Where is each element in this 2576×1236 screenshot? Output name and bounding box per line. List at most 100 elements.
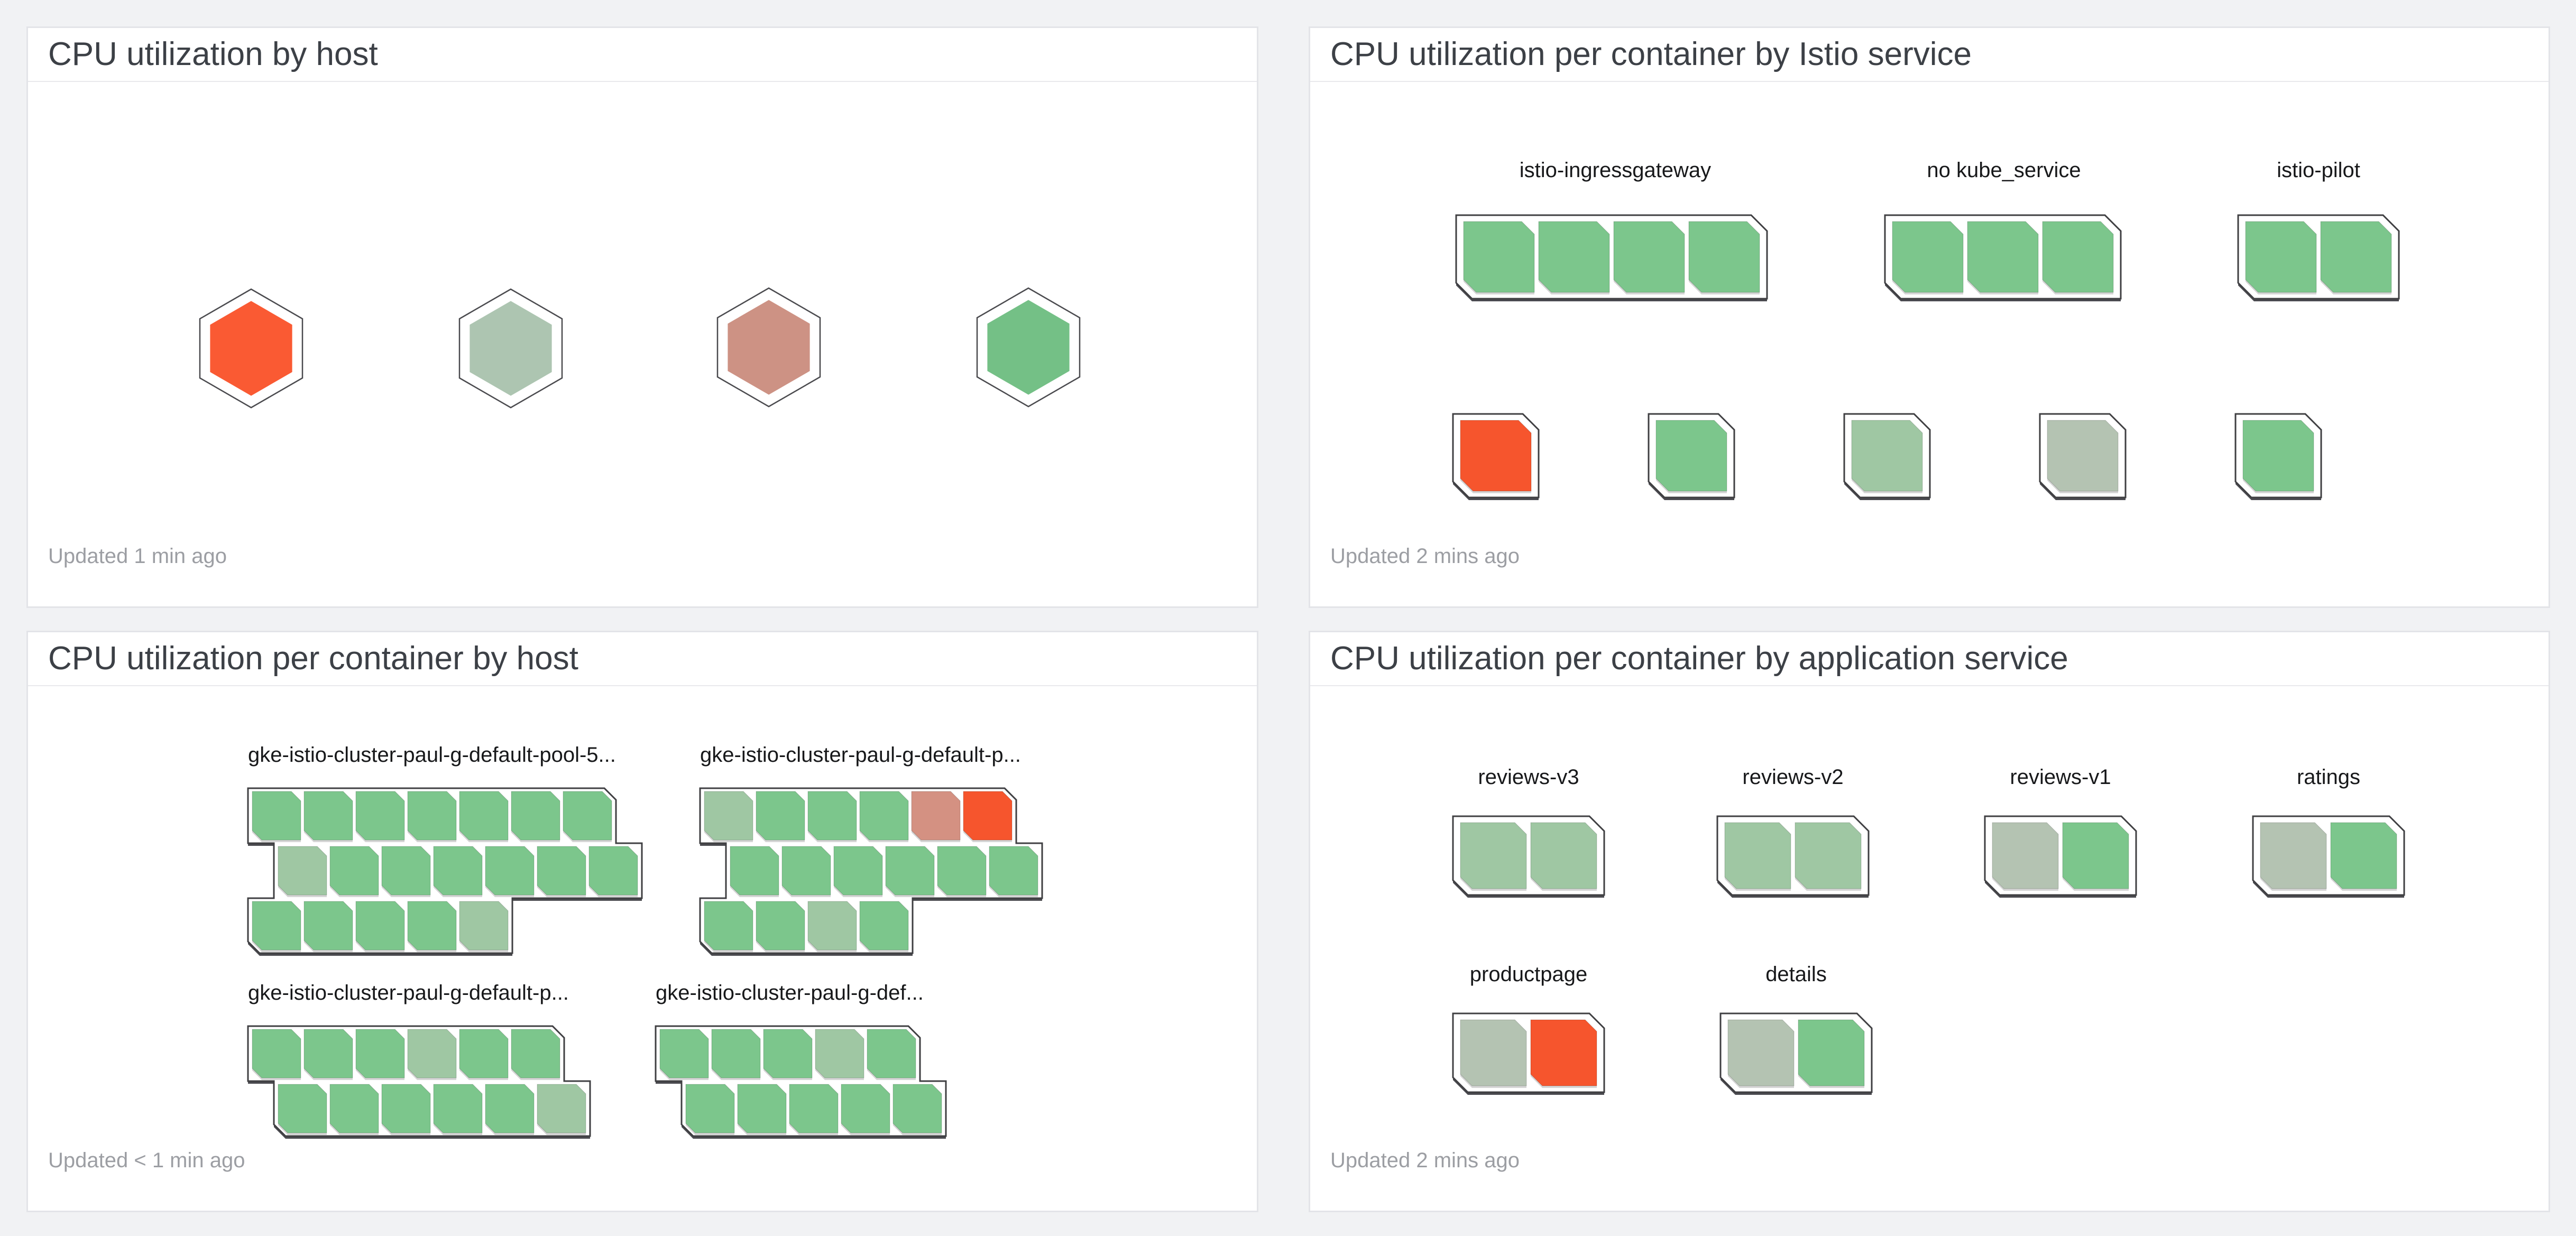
container-cell[interactable]: [685, 1084, 735, 1133]
container-single[interactable]: [1648, 413, 1738, 503]
container-cell[interactable]: [1688, 221, 1760, 293]
container-cell[interactable]: [1724, 822, 1791, 889]
container-cell[interactable]: [1538, 221, 1610, 293]
container-cell[interactable]: [2062, 822, 2129, 889]
container-cell[interactable]: [459, 901, 509, 951]
container-cell[interactable]: [2042, 221, 2114, 293]
container-cell[interactable]: [511, 1029, 560, 1078]
container-cell[interactable]: [711, 1029, 761, 1078]
container-single[interactable]: [2039, 413, 2130, 503]
container-cell[interactable]: [781, 846, 831, 896]
container-cell[interactable]: [1530, 822, 1597, 889]
container-cell[interactable]: [329, 1084, 379, 1133]
container-cell[interactable]: [252, 1029, 301, 1078]
container-cell[interactable]: [381, 1084, 431, 1133]
container-cell[interactable]: [1655, 420, 1727, 492]
container-cell[interactable]: [511, 791, 560, 841]
container-cell[interactable]: [1798, 1019, 1865, 1086]
container-cell[interactable]: [815, 1029, 864, 1078]
container-cell[interactable]: [2242, 420, 2314, 492]
container-cell[interactable]: [485, 846, 535, 896]
container-cell[interactable]: [859, 791, 909, 841]
container-cell[interactable]: [1967, 221, 2039, 293]
container-cell[interactable]: [963, 791, 1013, 841]
container-cell[interactable]: [459, 791, 509, 841]
container-cell[interactable]: [704, 791, 753, 841]
container-cell[interactable]: [459, 1029, 509, 1078]
container-cell[interactable]: [659, 1029, 709, 1078]
container-cell[interactable]: [2330, 822, 2397, 889]
container-cell[interactable]: [537, 846, 586, 896]
container-cell[interactable]: [1613, 221, 1685, 293]
container-cell[interactable]: [1992, 822, 2059, 889]
container-group[interactable]: [1984, 815, 2140, 900]
host-hexagon[interactable]: [728, 300, 810, 395]
container-cell[interactable]: [841, 1084, 890, 1133]
container-group[interactable]: [699, 787, 1046, 958]
container-cell[interactable]: [1463, 221, 1535, 293]
container-cell[interactable]: [937, 846, 987, 896]
container-cell[interactable]: [355, 1029, 405, 1078]
container-single[interactable]: [2234, 413, 2325, 503]
container-group[interactable]: [2237, 214, 2403, 304]
container-cell[interactable]: [989, 846, 1038, 896]
container-cell[interactable]: [1460, 420, 1532, 492]
container-cell[interactable]: [2047, 420, 2119, 492]
container-group[interactable]: [1884, 214, 2125, 304]
container-cell[interactable]: [730, 846, 779, 896]
container-cell[interactable]: [1460, 1019, 1527, 1086]
container-cell[interactable]: [303, 901, 353, 951]
container-cell[interactable]: [355, 901, 405, 951]
container-cell[interactable]: [1727, 1019, 1795, 1086]
container-group[interactable]: [655, 1025, 950, 1141]
container-cell[interactable]: [867, 1029, 916, 1078]
container-cell[interactable]: [537, 1084, 586, 1133]
container-cell[interactable]: [407, 901, 457, 951]
container-cell[interactable]: [252, 791, 301, 841]
container-single[interactable]: [1843, 413, 1934, 503]
container-cell[interactable]: [355, 791, 405, 841]
host-hexagon[interactable]: [470, 301, 552, 396]
container-cell[interactable]: [789, 1084, 839, 1133]
container-cell[interactable]: [407, 791, 457, 841]
container-cell[interactable]: [278, 846, 327, 896]
container-cell[interactable]: [893, 1084, 942, 1133]
container-cell[interactable]: [859, 901, 909, 951]
container-cell[interactable]: [833, 846, 883, 896]
container-group[interactable]: [247, 787, 646, 958]
container-cell[interactable]: [2245, 221, 2317, 293]
container-cell[interactable]: [1530, 1019, 1597, 1086]
container-group[interactable]: [1455, 214, 1771, 304]
host-hexagon-widget[interactable]: [199, 288, 303, 409]
container-cell[interactable]: [381, 846, 431, 896]
container-group[interactable]: [1452, 1012, 1608, 1097]
container-group[interactable]: [1716, 815, 1873, 900]
container-cell[interactable]: [303, 791, 353, 841]
container-group[interactable]: [1719, 1012, 1876, 1097]
container-group[interactable]: [1452, 815, 1608, 900]
container-cell[interactable]: [252, 901, 301, 951]
container-cell[interactable]: [407, 1029, 457, 1078]
host-hexagon-widget[interactable]: [716, 287, 821, 408]
container-cell[interactable]: [278, 1084, 327, 1133]
container-cell[interactable]: [1892, 221, 1964, 293]
host-hexagon[interactable]: [210, 301, 292, 396]
container-cell[interactable]: [756, 791, 805, 841]
container-cell[interactable]: [329, 846, 379, 896]
container-cell[interactable]: [485, 1084, 535, 1133]
container-cell[interactable]: [588, 846, 638, 896]
host-hexagon-widget[interactable]: [458, 288, 563, 409]
container-cell[interactable]: [303, 1029, 353, 1078]
container-cell[interactable]: [763, 1029, 813, 1078]
container-cell[interactable]: [756, 901, 805, 951]
host-hexagon-widget[interactable]: [976, 287, 1081, 408]
container-group[interactable]: [2252, 815, 2408, 900]
host-hexagon[interactable]: [987, 300, 1070, 395]
container-cell[interactable]: [2320, 221, 2392, 293]
container-single[interactable]: [1452, 413, 1543, 503]
container-cell[interactable]: [807, 901, 857, 951]
container-cell[interactable]: [704, 901, 753, 951]
container-cell[interactable]: [433, 1084, 483, 1133]
container-cell[interactable]: [885, 846, 935, 896]
container-cell[interactable]: [1460, 822, 1527, 889]
